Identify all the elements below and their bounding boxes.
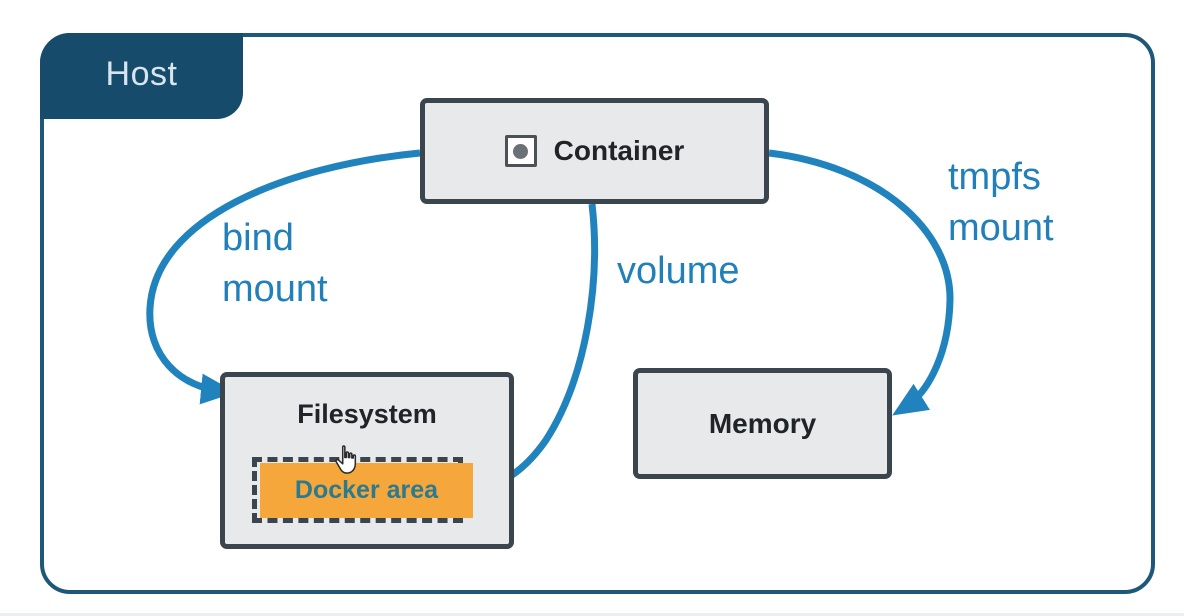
memory-node: Memory [633, 368, 892, 479]
bind-mount-arrow [146, 149, 421, 405]
tmpfs-mount-arrow [768, 149, 954, 416]
host-label: Host [105, 54, 178, 93]
container-icon-dot [513, 143, 529, 159]
tmpfs-mount-label: tmpfs mount [948, 156, 1054, 249]
memory-label: Memory [708, 407, 817, 439]
container-label: Container [553, 135, 685, 166]
hand-cursor-icon [332, 444, 360, 483]
filesystem-label: Filesystem [297, 399, 437, 429]
container-node: Container [420, 98, 769, 204]
volume-label: volume [617, 250, 740, 292]
host-tab: Host [40, 33, 243, 119]
bind-mount-label: bind mount [222, 217, 328, 310]
docker-area: Docker area [260, 463, 473, 518]
docker-area-label: Docker area [294, 476, 439, 504]
video-bottom-edge [0, 613, 1184, 616]
container-icon [504, 135, 537, 167]
